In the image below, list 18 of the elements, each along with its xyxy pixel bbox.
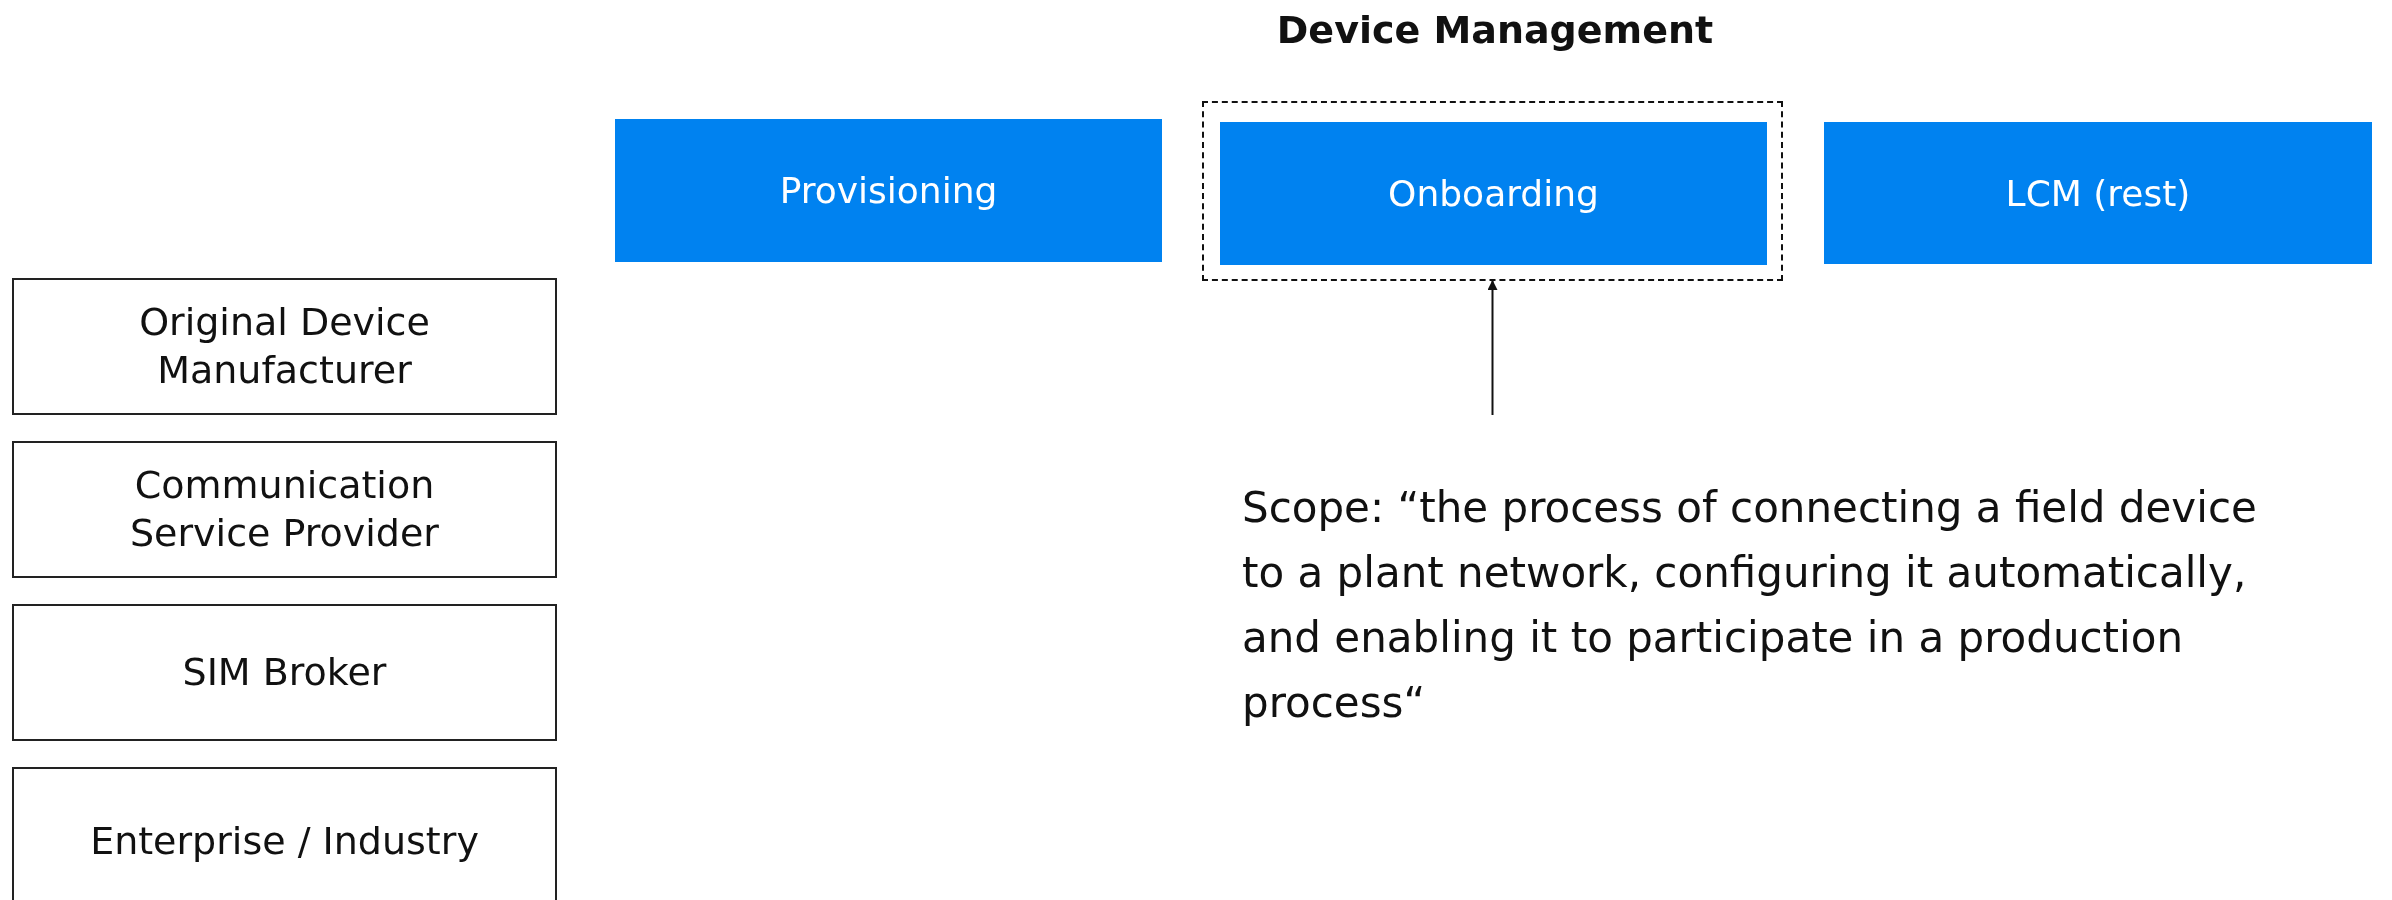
box-label: LCM (rest) (2005, 172, 2191, 214)
process-box (1220, 122, 1767, 265)
box-label: Original Device Manufacturer (138, 299, 431, 394)
arrow (1487, 280, 1498, 416)
box-label: Communication Service Provider (129, 462, 440, 557)
scope-text: Scope: “the process of connecting a field device to a plant network, configuring it automatically, and enabling it to participate in a production process“ (1242, 482, 2258, 730)
box-label: Provisioning (779, 170, 998, 211)
role-box (12, 604, 557, 741)
box-label: Onboarding (1388, 173, 1599, 214)
box-label: Enterprise / Industry (90, 818, 479, 866)
diagram-title: Device Management (1275, 8, 1715, 52)
process-box (1824, 122, 2372, 264)
role-box (12, 278, 557, 415)
role-box (12, 767, 557, 900)
box-label: SIM Broker (182, 648, 387, 696)
dashed-frame (1202, 101, 1783, 281)
role-box (12, 441, 557, 578)
process-box (615, 119, 1162, 262)
